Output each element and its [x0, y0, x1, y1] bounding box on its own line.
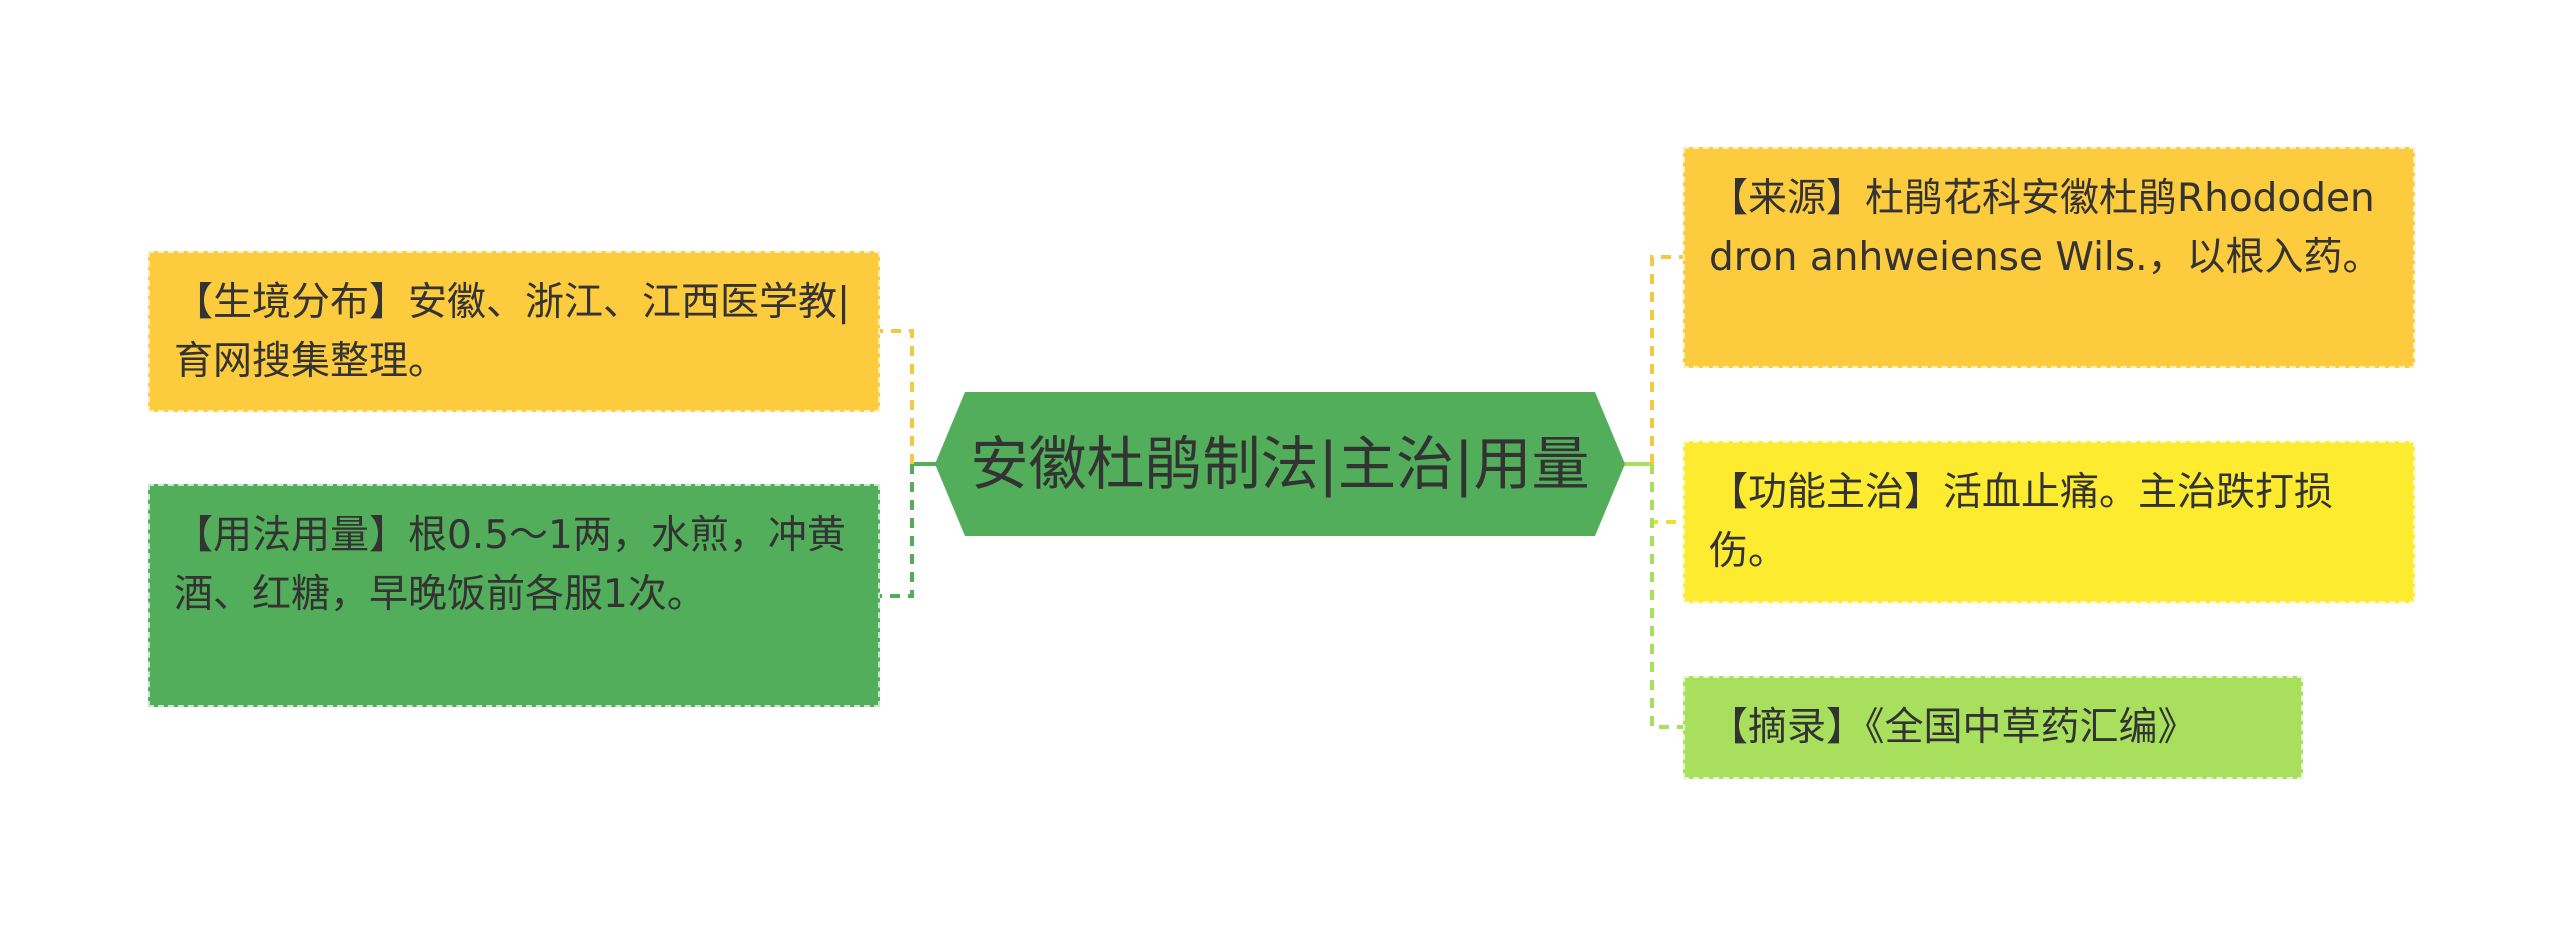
central-topic[interactable]: 安徽杜鹃制法|主治|用量: [970, 430, 1590, 498]
connector-to-function: [1650, 464, 1683, 524]
central-topic-shape: [935, 392, 1625, 536]
node-function[interactable]: 【功能主治】活血止痛。主治跌打损伤。: [1683, 441, 2415, 603]
left-connectors: [880, 329, 942, 598]
connector-to-excerpt: [1650, 464, 1683, 729]
node-habitat[interactable]: 【生境分布】安徽、浙江、江西医学教|育网搜集整理。: [148, 251, 880, 412]
connector-to-usage: [880, 464, 914, 598]
connector-to-habitat: [880, 329, 914, 464]
node-source[interactable]: 【来源】杜鹃花科安徽杜鹃Rhododendron anhweiense Wils…: [1683, 147, 2415, 368]
right-connectors: [1618, 255, 1683, 729]
node-excerpt[interactable]: 【摘录】《全国中草药汇编》: [1683, 676, 2303, 779]
node-usage[interactable]: 【用法用量】根0.5～1两，水煎，冲黄酒、红糖，早晚饭前各服1次。: [148, 484, 880, 707]
connector-to-source: [1650, 255, 1683, 464]
